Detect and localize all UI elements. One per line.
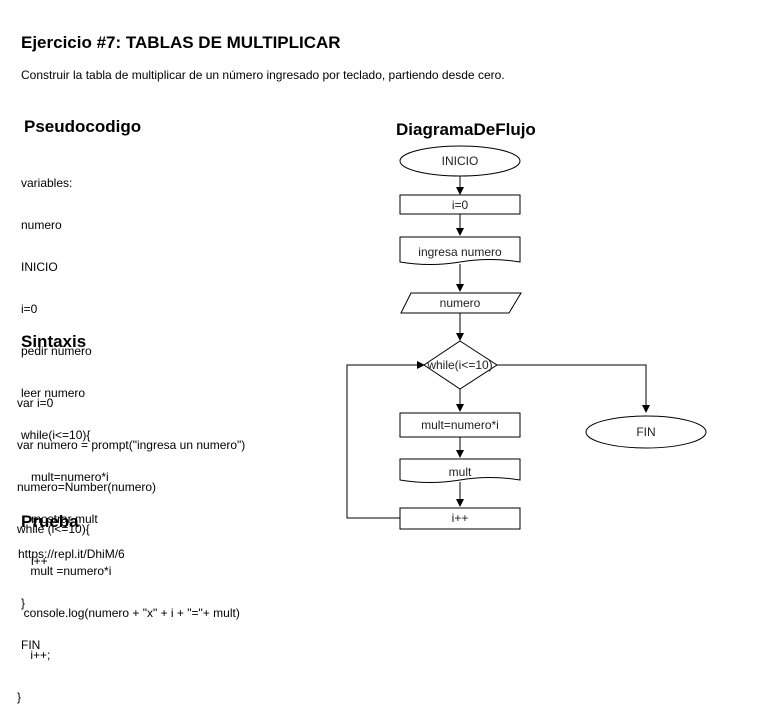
test-heading: Prueba bbox=[21, 512, 79, 531]
loop-label: while(i<=10) bbox=[426, 358, 492, 372]
pseudocode-line: variables: bbox=[21, 176, 73, 190]
input-data-node bbox=[400, 292, 522, 314]
page-title: Ejercicio #7: TABLAS DE MULTIPLICAR bbox=[21, 33, 341, 52]
pseudocode-line: mostrar mult bbox=[21, 512, 98, 526]
syntax-heading: Sintaxis bbox=[21, 332, 87, 351]
pseudocode-line: leer numero bbox=[21, 386, 86, 400]
end-label: FIN bbox=[636, 425, 655, 439]
init-label: i=0 bbox=[452, 198, 469, 212]
pseudocode-line: INICIO bbox=[21, 260, 58, 274]
output-document-node bbox=[399, 458, 521, 483]
repl-link[interactable]: https://repl.it/DhiM/6 bbox=[18, 547, 125, 561]
calc-process-node bbox=[399, 412, 521, 438]
output-label: mult bbox=[449, 465, 472, 479]
pseudocode-line: i=0 bbox=[21, 302, 38, 316]
init-process-node bbox=[399, 194, 521, 215]
end-node bbox=[585, 415, 707, 449]
prompt-label: ingresa numero bbox=[418, 245, 502, 259]
pseudocode-line: while(i<=10){ bbox=[21, 428, 91, 442]
syntax-line: } bbox=[17, 690, 22, 704]
start-label: INICIO bbox=[442, 154, 479, 168]
loop-decision-node bbox=[423, 340, 498, 390]
pseudocode-heading: Pseudocodigo bbox=[24, 117, 142, 136]
pseudocode-line: numero bbox=[21, 218, 62, 232]
syntax-line: console.log(numero + "x" + i + "="+ mult… bbox=[17, 606, 240, 620]
syntax-line: i++; bbox=[17, 648, 51, 662]
pseudocode-line: pedir numero bbox=[21, 344, 92, 358]
start-node bbox=[399, 145, 521, 177]
prompt-document-node bbox=[399, 236, 521, 265]
increment-process-node bbox=[399, 507, 521, 530]
syntax-line: mult =numero*i bbox=[17, 564, 112, 578]
syntax-line: numero=Number(numero) bbox=[17, 480, 157, 494]
syntax-line: while (i<=10){ bbox=[17, 522, 90, 536]
flowchart-heading: DiagramaDeFlujo bbox=[396, 120, 536, 139]
syntax-line: var numero = prompt("ingresa un numero") bbox=[17, 438, 246, 452]
pseudocode-block: variables: numero INICIO i=0 pedir numer… bbox=[21, 148, 109, 666]
input-label: numero bbox=[440, 296, 481, 310]
syntax-line: var i=0 bbox=[17, 396, 54, 410]
connector-loop-end bbox=[496, 364, 650, 413]
pseudocode-line: i++ bbox=[21, 554, 48, 568]
increment-label: i++ bbox=[452, 511, 469, 525]
connector-loopback bbox=[346, 361, 425, 519]
calc-label: mult=numero*i bbox=[421, 418, 499, 432]
exercise-description: Construir la tabla de multiplicar de un … bbox=[21, 68, 505, 82]
flowchart: INICIO i=0 ingresa numero numero while(i… bbox=[346, 145, 707, 530]
pseudocode-line: mult=numero*i bbox=[21, 470, 109, 484]
